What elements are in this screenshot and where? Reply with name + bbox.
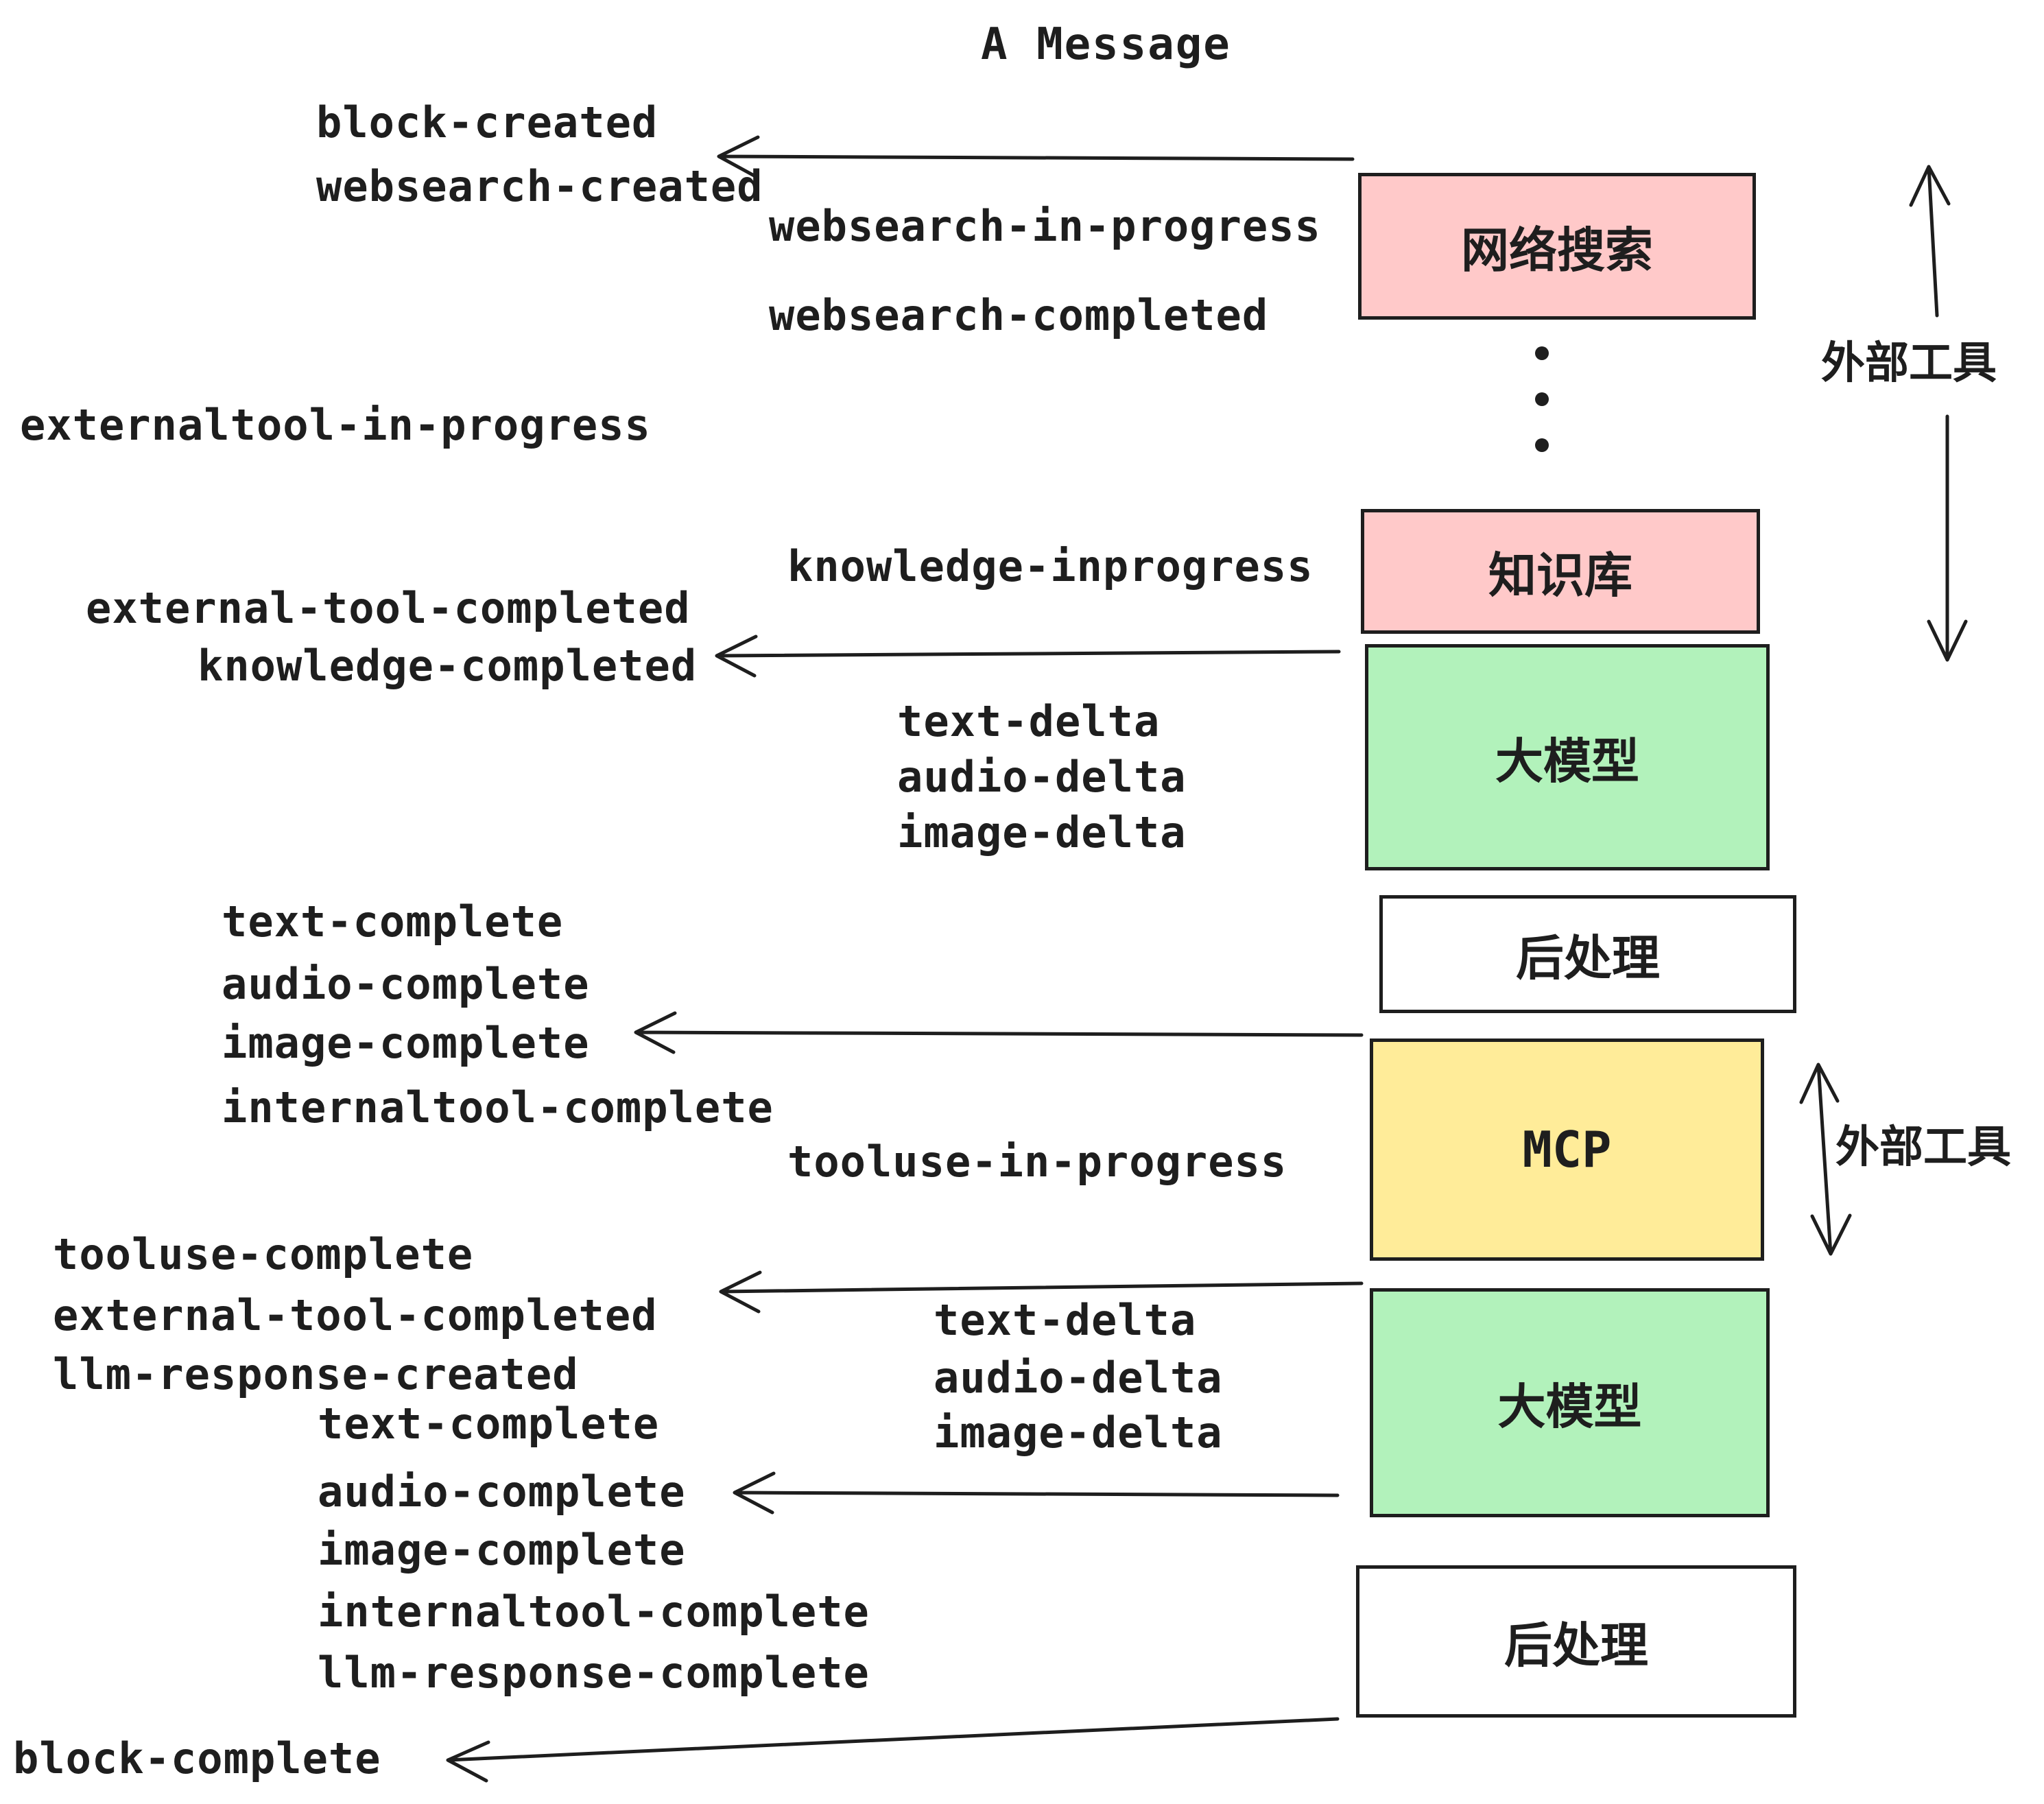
external-tools-arrow-1-down	[1927, 414, 1968, 662]
event-image-complete-2: image-complete	[318, 1525, 686, 1575]
event-external-tool-completed-1: external-tool-completed	[86, 583, 691, 633]
event-image-delta-2: image-delta	[934, 1408, 1223, 1458]
arrow-to-block-complete	[446, 1717, 1340, 1783]
arrow-to-image-complete	[634, 1011, 1364, 1054]
event-tooluse-in-progress: tooluse-in-progress	[787, 1137, 1287, 1187]
event-knowledge-completed: knowledge-completed	[198, 641, 698, 691]
event-audio-complete-1: audio-complete	[222, 959, 590, 1009]
event-external-tool-completed-2: external-tool-completed	[53, 1290, 658, 1340]
event-audio-delta-1: audio-delta	[897, 752, 1187, 802]
event-websearch-created: websearch-created	[316, 161, 763, 211]
event-internaltool-complete-1: internaltool-complete	[222, 1082, 774, 1132]
event-text-delta-2: text-delta	[934, 1295, 1197, 1345]
event-audio-complete-2: audio-complete	[318, 1467, 686, 1517]
event-text-complete-2: text-complete	[318, 1399, 660, 1449]
box-websearch: 网络搜索	[1358, 173, 1756, 320]
event-externaltool-in-progress: externaltool-in-progress	[20, 400, 651, 450]
arrow-to-tooluse-complete	[719, 1270, 1364, 1314]
box-postprocess-1-label: 后处理	[1516, 929, 1660, 986]
diagram-title: A Message	[981, 19, 1231, 70]
event-knowledge-inprogress: knowledge-inprogress	[787, 541, 1314, 591]
arrow-to-websearch-created	[717, 135, 1355, 179]
box-postprocess-1: 后处理	[1379, 895, 1796, 1013]
box-llm-2-label: 大模型	[1497, 1378, 1642, 1435]
box-mcp: MCP	[1370, 1039, 1764, 1261]
event-image-complete-1: image-complete	[222, 1018, 590, 1068]
box-mcp-label: MCP	[1522, 1121, 1612, 1178]
external-tools-arrow-2	[1799, 1063, 1852, 1256]
box-websearch-label: 网络搜索	[1461, 222, 1653, 278]
ellipsis-dots	[1535, 346, 1549, 452]
event-text-complete-1: text-complete	[222, 897, 564, 947]
event-block-complete: block-complete	[13, 1733, 381, 1783]
arrow-to-audio-complete	[733, 1471, 1340, 1515]
event-block-created: block-created	[316, 97, 658, 147]
box-llm-1-label: 大模型	[1495, 733, 1639, 790]
box-llm-1: 大模型	[1365, 644, 1770, 870]
box-postprocess-2: 后处理	[1356, 1565, 1796, 1718]
event-llm-response-created: llm-response-created	[53, 1349, 579, 1399]
arrow-to-knowledge-completed	[715, 634, 1341, 678]
event-internaltool-complete-2: internaltool-complete	[318, 1587, 870, 1637]
event-websearch-in-progress: websearch-in-progress	[769, 201, 1321, 251]
box-knowledge-base: 知识库	[1361, 509, 1760, 634]
box-knowledge-base-label: 知识库	[1488, 547, 1632, 604]
event-tooluse-complete: tooluse-complete	[53, 1229, 474, 1279]
box-llm-2: 大模型	[1370, 1288, 1770, 1517]
event-audio-delta-2: audio-delta	[934, 1353, 1223, 1403]
event-llm-response-complete: llm-response-complete	[318, 1648, 870, 1698]
box-postprocess-2-label: 后处理	[1504, 1617, 1648, 1674]
event-text-delta-1: text-delta	[897, 696, 1161, 746]
external-tools-arrow-1-up	[1909, 165, 1951, 318]
side-label-external-tools-1: 外部工具	[1821, 338, 1997, 389]
event-image-delta-1: image-delta	[897, 807, 1187, 857]
event-websearch-completed: websearch-completed	[769, 290, 1269, 340]
side-label-external-tools-2: 外部工具	[1835, 1122, 2011, 1173]
